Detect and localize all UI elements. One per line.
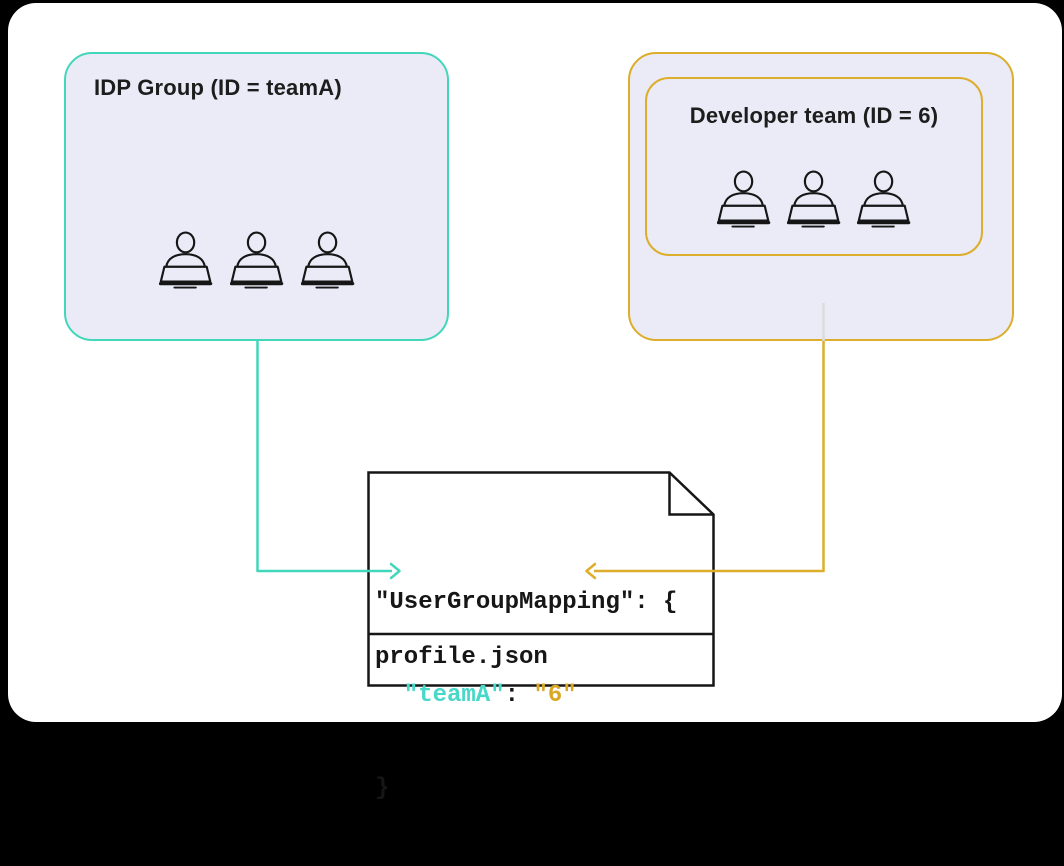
person-at-laptop-icon xyxy=(158,231,212,289)
json-code-block: "UserGroupMapping": { "teamA": "6" } xyxy=(375,525,677,866)
developer-team-box: Developer team (ID = 6) xyxy=(645,77,983,256)
person-at-laptop-icon xyxy=(229,231,283,289)
json-mapping-value: "6" xyxy=(533,682,577,709)
json-close-line: } xyxy=(375,775,390,802)
person-at-laptop-icon xyxy=(787,170,841,228)
developer-team-title: Developer team (ID = 6) xyxy=(689,103,939,128)
file-name-label: profile.json xyxy=(375,644,548,671)
idp-group-box: IDP Group (ID = teamA) xyxy=(64,52,449,341)
idp-group-title: IDP Group (ID = teamA) xyxy=(94,75,342,100)
idp-members-row xyxy=(66,231,447,289)
json-mapping-key: "teamA" xyxy=(403,682,505,709)
profile-json-file: "UserGroupMapping": { "teamA": "6" } pro… xyxy=(367,471,715,802)
person-at-laptop-icon xyxy=(857,170,911,228)
diagram-canvas: IDP Group (ID = teamA) xyxy=(8,3,1062,802)
json-separator: : xyxy=(504,682,534,709)
json-open-line: "UserGroupMapping": { xyxy=(375,589,678,616)
diagram-root: { "colors": { "teal": "#42d6ba", "teal-t… xyxy=(8,3,1062,802)
team-members-row xyxy=(647,170,981,228)
json-mapping-line: "teamA": "6" xyxy=(375,680,677,711)
person-at-laptop-icon xyxy=(717,170,771,228)
person-at-laptop-icon xyxy=(300,231,354,289)
